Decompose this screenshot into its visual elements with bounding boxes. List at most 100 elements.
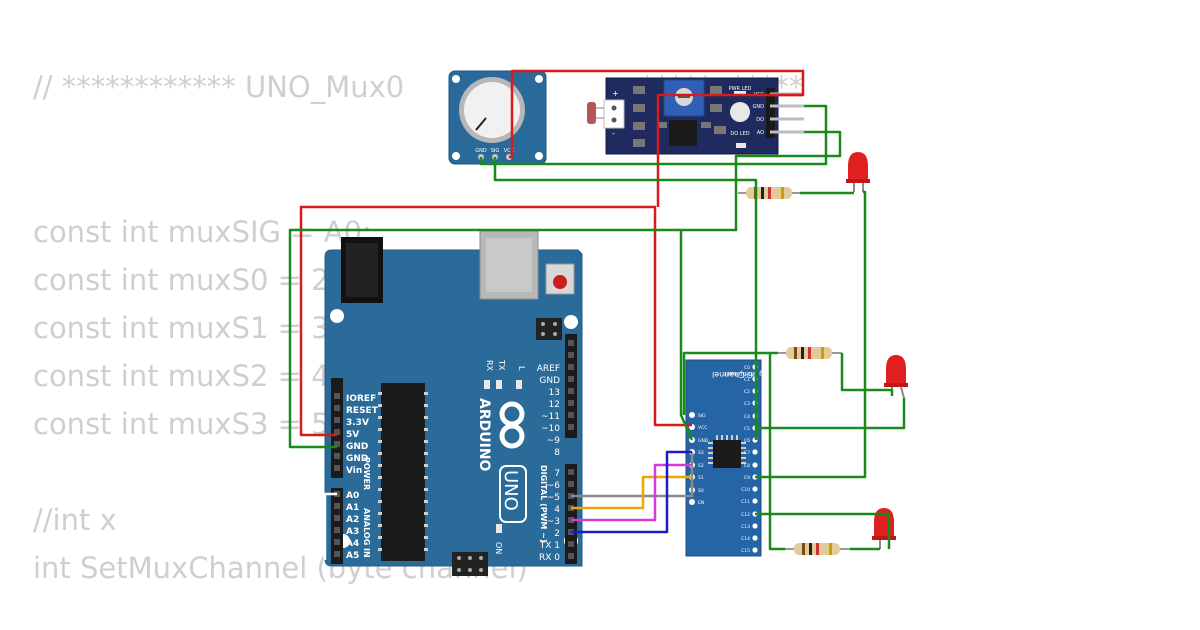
- mux-pin-c10: C10: [741, 487, 750, 493]
- mux-pin-c0: C0: [744, 365, 750, 371]
- mux-pin-c13: C13: [741, 524, 750, 530]
- mux-pin-c7: C7: [744, 450, 750, 456]
- rx-led-label: RX: [485, 360, 494, 372]
- pwr-led-label: PWR LED: [729, 86, 752, 92]
- led-2[interactable]: [884, 355, 908, 399]
- mux-pin-c4: C4: [744, 414, 750, 420]
- wire-green-led3: [755, 512, 891, 549]
- wire-white-a0: [323, 492, 337, 560]
- pin-label-rx0: RX 0: [539, 553, 560, 563]
- sensor-minus: -: [612, 129, 615, 138]
- mux-pin-c15: C15: [741, 548, 750, 554]
- pin-label-2: 2: [554, 529, 560, 539]
- mux-pin-s2: S2: [698, 463, 704, 469]
- arduino-infinity-logo: [499, 401, 525, 449]
- wire-green-led2-c: [755, 398, 906, 430]
- pin-label-9: ~9: [547, 436, 561, 446]
- digital-header-bottom: [565, 464, 577, 564]
- code-line-muxs2: const int muxS2 = 4;: [33, 359, 340, 393]
- sensor-pin-do: DO: [756, 117, 764, 123]
- uno-box: [499, 465, 527, 523]
- code-line-muxs1: const int muxS1 = 3;: [33, 311, 340, 345]
- mux-pin-c1: C1: [744, 377, 750, 383]
- pin-label-4: 4: [554, 505, 560, 515]
- pin-label-8: 8: [554, 448, 560, 458]
- wire-orange-s2: [571, 475, 692, 510]
- pin-label-6: ~6: [547, 481, 561, 491]
- sensor-pin-ao: AO: [757, 130, 764, 136]
- mux-subtitle: Analog Multiplexer: [723, 370, 779, 377]
- mux-pin-c9: C9: [744, 475, 750, 481]
- mux-pin-c5: C5: [744, 426, 750, 432]
- pin-label-tx1: TX 1: [539, 541, 560, 551]
- potentiometer-knob[interactable]: [464, 82, 520, 138]
- pin-label-7: 7: [554, 469, 560, 479]
- code-line-header: // ************ UNO_Mux0: [33, 70, 405, 104]
- mounting-hole: [564, 315, 578, 329]
- pin-label-reset: RESET: [346, 406, 379, 416]
- mux-pin-vcc: VCC: [698, 425, 707, 431]
- mux-pin-s0: S0: [698, 488, 704, 494]
- code-line-int-x: //int x: [33, 503, 117, 537]
- uno-model: UNO: [500, 470, 521, 511]
- icsp-header: [536, 318, 562, 340]
- mux-title: 16-Channel: [712, 370, 758, 379]
- led-1[interactable]: [846, 152, 870, 192]
- pin-label-3v3: 3.3V: [346, 418, 369, 428]
- pin-label-a3: A3: [346, 527, 359, 537]
- pin-label-13: 13: [549, 388, 560, 398]
- analog-label: ANALOG IN: [362, 508, 371, 558]
- mux-pin-c2: C2: [744, 389, 750, 395]
- arduino-brand: ARDUINO: [476, 398, 492, 472]
- analog-multiplexer[interactable]: 16-Channel Analog Multiplexer SIG S3 S2 …: [685, 359, 780, 557]
- pin-label-aref: AREF: [537, 364, 560, 374]
- wires: [288, 69, 906, 560]
- wire-green-pot-gnd: [479, 104, 828, 166]
- mux-pin-c14: C14: [741, 536, 750, 542]
- wire-red-5v: [299, 205, 692, 437]
- pin-label-gnd-d: GND: [539, 376, 560, 386]
- digital-header-top: [565, 334, 577, 438]
- mux-pin-c6: C6: [744, 438, 750, 444]
- pin-label-a1: A1: [346, 503, 359, 513]
- resistor-3[interactable]: [785, 543, 850, 555]
- wire-green-r3: [768, 353, 785, 551]
- light-sensor-module[interactable]: + - PWR LED DO LED VCC GND DO AO: [587, 77, 804, 155]
- pin-label-5v: 5V: [346, 430, 359, 440]
- pin-label-gnd1: GND: [346, 442, 368, 452]
- pot-pin-vcc: VCC: [504, 148, 515, 154]
- wire-green-sensor-ao: [681, 130, 842, 232]
- pin-label-3: ~3: [547, 517, 560, 527]
- do-led-label: DO LED: [730, 131, 749, 137]
- pin-label-10: ~10: [541, 424, 560, 434]
- wire-green-r2: [682, 351, 778, 415]
- mux-pin-gnd: GND: [698, 438, 709, 444]
- tx-led-label: TX: [497, 359, 506, 371]
- pot-pin-sig: SIG: [491, 148, 500, 154]
- mux-pin-sig: SIG: [698, 413, 706, 419]
- resistor-2[interactable]: [778, 347, 842, 359]
- pin-label-a0: A0: [346, 491, 359, 501]
- wire-green-gnd: [288, 228, 694, 449]
- photoresistor: [587, 102, 596, 124]
- l-led-label: L: [517, 366, 526, 371]
- pin-label-vin: Vin: [346, 466, 362, 476]
- wire-red-sensor-vcc: [656, 93, 803, 207]
- mux-pin-c11: C11: [741, 499, 750, 505]
- atmega-chip: [381, 383, 425, 561]
- pin-label-a4: A4: [346, 539, 359, 549]
- wire-magenta-s1: [571, 463, 692, 522]
- knob-indicator: [475, 117, 487, 131]
- sensor-plus: +: [612, 89, 619, 98]
- wire-green-pot-sig: [493, 157, 758, 193]
- wire-gray-s3: [571, 452, 694, 498]
- pin-label-a5: A5: [346, 551, 359, 561]
- pin-label-11: ~11: [541, 412, 560, 422]
- resistor-1[interactable]: [738, 187, 800, 199]
- arduino-uno-board[interactable]: IOREF RESET 3.3V 5V GND GND Vin A0 A1 A2…: [324, 230, 583, 576]
- potentiometer-module[interactable]: GND SIG VCC: [448, 70, 547, 165]
- mux-pin-s1: S1: [698, 475, 704, 481]
- mux-pin-en: EN: [698, 500, 704, 506]
- power-label: POWER: [362, 457, 371, 490]
